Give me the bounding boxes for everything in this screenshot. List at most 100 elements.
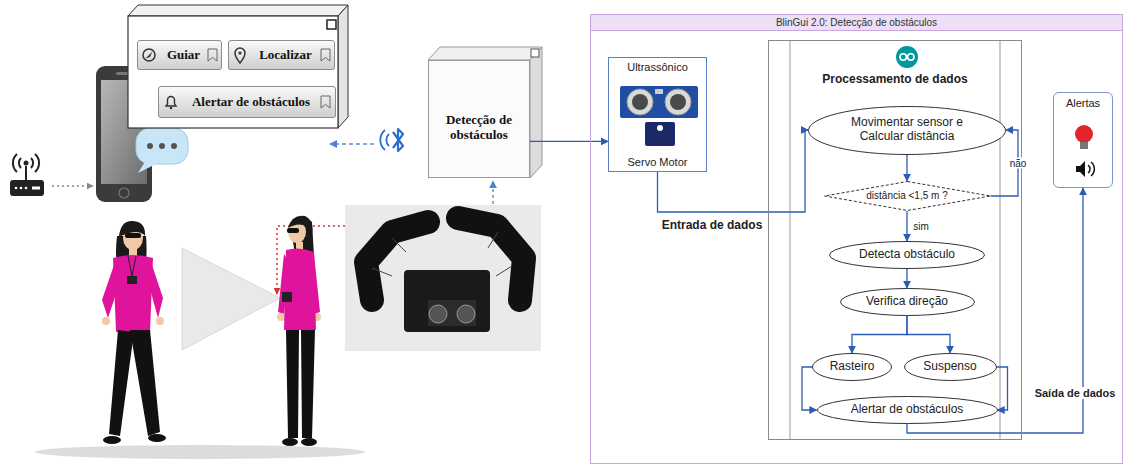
compass-needle: [146, 52, 153, 59]
strap-joint: [372, 268, 392, 276]
button-fill: [137, 40, 222, 70]
module-box-text: Detecção de obstáculos: [435, 113, 523, 143]
worn-device: [282, 292, 292, 302]
edge-label: não: [1010, 158, 1027, 169]
menu-button: Guiar: [137, 40, 222, 70]
bulb-glass: [1075, 125, 1093, 143]
typing-dot: [171, 143, 177, 149]
edge-label-patch: sim: [911, 221, 931, 232]
process-ellipse: Suspenso: [904, 353, 997, 381]
transducer: [665, 89, 691, 115]
logo-disc: [896, 46, 918, 68]
bluetooth-link-arrow: [330, 143, 374, 145]
process-lane: Processamento de dadosMovimentar sensor …: [768, 40, 1022, 440]
module-box: Detecção de obstáculos: [428, 60, 530, 178]
edge-label: Saída de dados: [1035, 387, 1116, 399]
bluetooth-symbol: [380, 129, 403, 151]
router-led: [25, 187, 28, 190]
flow-connector: [906, 211, 907, 241]
button-fill: [158, 86, 336, 118]
logo-loop: [900, 54, 906, 60]
bookmark-icon: [321, 49, 330, 61]
bookmark-icon: [208, 49, 217, 61]
device-link-arrow: [492, 181, 494, 204]
sensor-board: [620, 86, 698, 118]
window-front-face: [128, 16, 338, 128]
location-pin-icon: [235, 48, 245, 63]
phone-home-button: [119, 188, 129, 198]
wifi-link-arrow: [52, 185, 93, 187]
process-ellipse: Rasteiro: [812, 353, 892, 381]
edge-label: sim: [913, 221, 929, 232]
menu-button: Alertar de obstáculos: [158, 86, 336, 118]
strap-joint: [488, 232, 498, 248]
shoe: [103, 436, 121, 444]
flow-connector: [906, 155, 907, 182]
process-lane-text: Processamento de dados: [769, 72, 1021, 86]
menu-button-text: Alertar de obstáculos: [192, 94, 310, 110]
sound-alert-icon: [1076, 161, 1094, 177]
flow-connector: [852, 316, 907, 353]
hand: [102, 317, 110, 325]
router-antenna: [25, 166, 27, 180]
arduino-logo: [896, 46, 918, 68]
lane-divider: [790, 40, 791, 440]
process-ellipse-text: Verifica direção: [866, 295, 948, 309]
router-body: [10, 180, 44, 196]
light-alert-icon: [1075, 125, 1093, 149]
transducer-mesh: [670, 94, 686, 110]
ellipse-shape: [813, 354, 892, 381]
diamond-shape: [824, 182, 990, 211]
router-led: [20, 187, 23, 190]
sensor-box-text: Ultrassônico: [627, 61, 688, 73]
router-signal-dot: [24, 161, 29, 166]
device-housing: [404, 270, 490, 332]
servo-motor-picture: [645, 122, 675, 146]
typing-dot: [147, 143, 153, 149]
process-ellipse: Alertar de obstáculos: [817, 396, 998, 424]
torso: [113, 255, 153, 332]
worn-device: [127, 276, 137, 284]
cube-corner-box: [531, 49, 539, 57]
process-ellipse: Verifica direção: [840, 288, 975, 316]
lane-divider: [1000, 40, 1001, 440]
strap-joint: [496, 266, 512, 276]
edge-label: Entrada de dados: [662, 218, 763, 232]
sunglasses: [287, 228, 299, 233]
router-wave: [13, 154, 17, 172]
photo-ground: [345, 205, 541, 351]
sensor-cone: [182, 248, 280, 350]
hair-top: [288, 216, 312, 234]
diagram-panel-text: BlinGui 2.0: Detecção de obstáculos: [591, 15, 1122, 31]
process-ellipse-text: Detecta obstáculo: [859, 248, 955, 262]
device-photo: [345, 205, 541, 351]
alerts-box: Alertas: [1053, 92, 1113, 188]
hand: [156, 317, 164, 325]
router-wave: [35, 154, 39, 172]
shoe: [148, 434, 166, 442]
ground-shadow: [35, 445, 365, 459]
strap-joint: [392, 238, 406, 252]
edge-label-patch: não: [1008, 158, 1029, 169]
router-slot: [32, 187, 40, 190]
torso: [284, 248, 316, 330]
speaker-body: [1076, 161, 1085, 177]
ellipse-shape: [817, 397, 997, 424]
ellipse-shape: [840, 289, 974, 316]
transducer-mesh: [632, 94, 648, 110]
shoe: [301, 438, 317, 446]
flow-connector: [530, 141, 608, 142]
logo-loop: [908, 54, 914, 60]
typing-dot: [159, 143, 165, 149]
bluetooth-wave: [380, 130, 385, 150]
servo-body: [645, 122, 675, 146]
flow-connector: [658, 130, 809, 212]
flow-connector: [802, 367, 817, 410]
process-ellipse-text: Movimentar sensor e Calcular distância: [845, 116, 969, 144]
window-close-box: [327, 20, 336, 29]
cube-top-face: [428, 47, 542, 60]
cube-side-face: [530, 47, 542, 178]
router-led: [15, 187, 18, 190]
compass-icon: [143, 49, 155, 61]
bluetooth-wave: [386, 134, 389, 146]
